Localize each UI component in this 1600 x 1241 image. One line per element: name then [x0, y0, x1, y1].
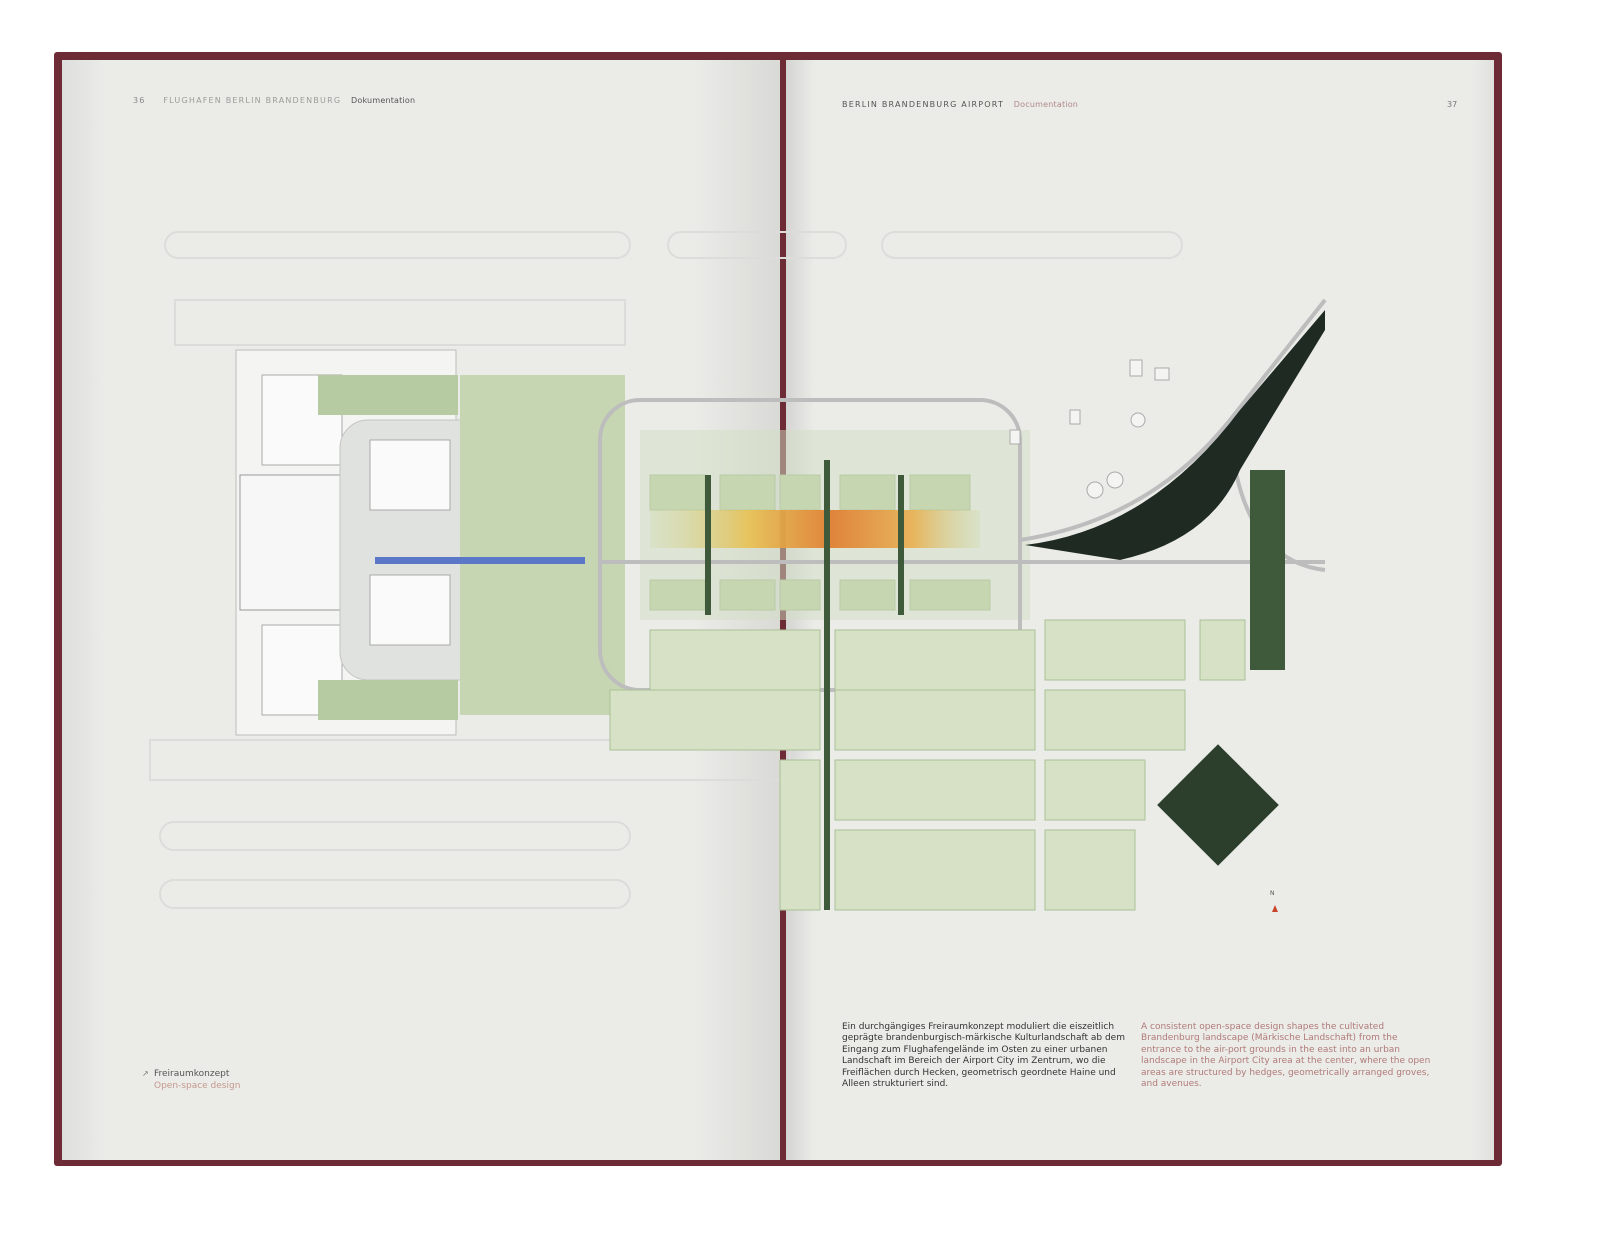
caption-title-german: Freiraumkonzept — [154, 1069, 230, 1079]
orange-axis-highlight — [650, 510, 980, 548]
north-arrow-icon — [1272, 905, 1278, 912]
airport-city-grid — [609, 619, 1246, 911]
right-page-number: 37 — [1447, 100, 1458, 109]
east-buildings — [1009, 359, 1170, 499]
forest-grove — [1157, 744, 1279, 866]
body-text-german: Ein durchgängiges Freiraumkonzept moduli… — [842, 1022, 1125, 1090]
right-head-title: BERLIN BRANDENBURG AIRPORT — [842, 100, 1005, 109]
right-running-head: BERLIN BRANDENBURG AIRPORT Documentation — [842, 100, 1078, 109]
airport-terminal — [235, 349, 625, 736]
north-label: N — [1270, 890, 1275, 897]
right-head-section: Documentation — [1013, 100, 1079, 109]
arrow-up-right-icon: ↗ — [142, 1069, 149, 1078]
left-head-title: FLUGHAFEN BERLIN BRANDENBURG — [163, 96, 342, 105]
apron-outlines — [149, 231, 1183, 909]
left-head-section: Dokumentation — [351, 96, 416, 105]
left-page-number: 36 — [133, 96, 146, 105]
left-running-head: 36 FLUGHAFEN BERLIN BRANDENBURG Dokument… — [133, 96, 415, 105]
figure-caption: ↗ Freiraumkonzept Open-space design — [142, 1068, 241, 1092]
highway-embankment — [1025, 310, 1325, 560]
hedges — [705, 460, 1285, 910]
body-text-english: A consistent open-space design shapes th… — [1141, 1022, 1431, 1090]
caption-title-english: Open-space design — [154, 1081, 241, 1091]
